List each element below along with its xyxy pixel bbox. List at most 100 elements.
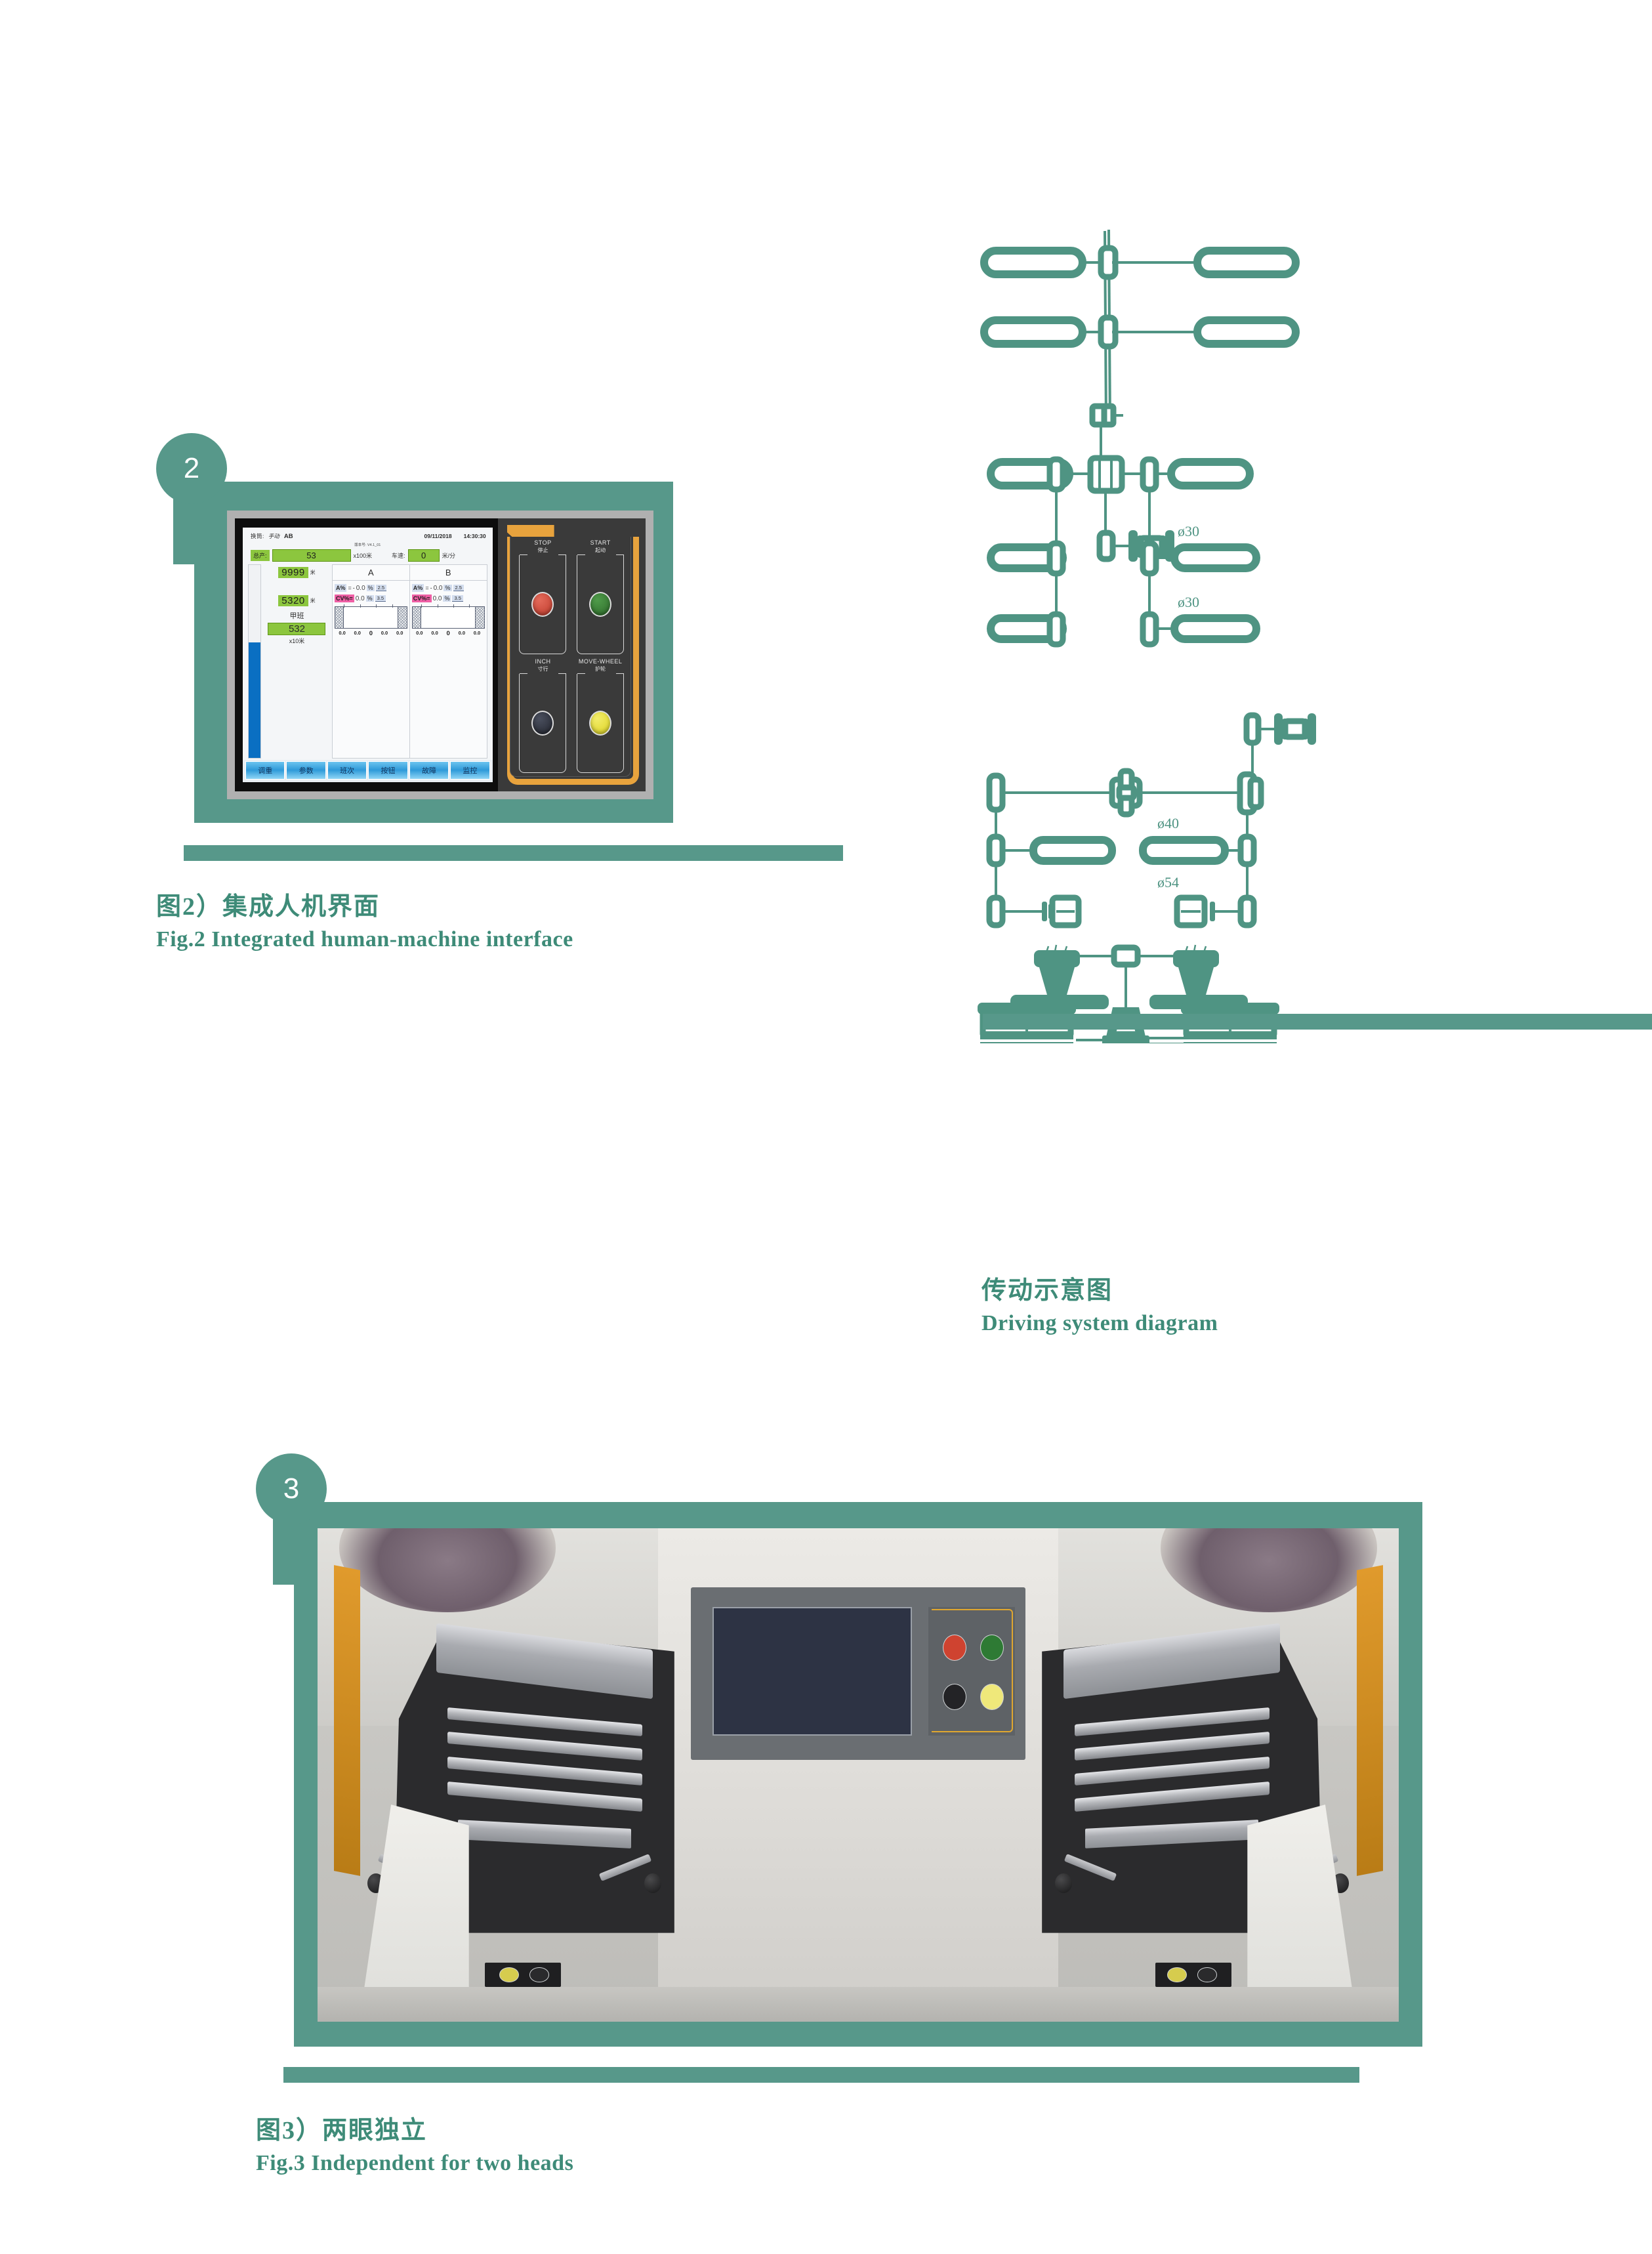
shift-unit: x10米 [289,638,305,644]
a-cv-limit[interactable]: 3.5 [375,595,386,602]
figure-2-block: 2 换筒: 手动 AB 09/11/2018 14:30:30 版本号: V4.… [156,433,891,1050]
hmi-mode-value[interactable]: 手动 [268,533,279,539]
b-chart-hatch-left [411,607,422,628]
drive-caption: 传动示意图 Driving system diagram [981,1270,1218,1336]
move-wheel-button[interactable] [589,711,612,736]
shift-value[interactable]: 532 [268,623,326,635]
photo-left-button-plate [485,1962,561,1988]
orange-tab-decoration [506,525,554,538]
photo-hmi-display[interactable] [712,1607,913,1736]
stop-button[interactable] [531,592,554,617]
drive-stand-left [1010,944,1109,1009]
shift-label: 甲班 [289,612,304,620]
inch-label-en: INCH [535,658,551,665]
a-chart-tick-4 [392,604,393,608]
photo-start-button[interactable] [980,1634,1004,1661]
a-chart-tick-3 [376,604,377,608]
hmi-version-label: 版本号: V4.1_01 [354,543,381,547]
value-row-top: 9999 米 [278,567,316,578]
b-chart-tick-3 [453,604,454,608]
drive-label-phi30-a: ø30 [1178,523,1199,539]
a-percent-limit[interactable]: 2.5 [375,585,387,591]
start-label-en: START [590,539,611,546]
fig2-caption: 图2）集成人机界面 Fig.2 Integrated human-machine… [156,886,573,952]
hmi-production-row: 总产: 53 x100米 车速: 0 米/分 [243,547,493,563]
drive-caption-cn: 传动示意图 [981,1277,1113,1304]
photo-base-right [1247,1805,1356,2012]
a-percent-unit: % [366,585,375,591]
production-tag: 总产: [251,550,270,561]
inch-button[interactable] [531,711,554,736]
production-value[interactable]: 53 [272,549,351,562]
speed-value[interactable]: 0 [407,549,440,562]
hmi-date: 09/11/2018 [424,533,452,539]
a-scale-4: 0.0 [396,630,403,636]
b-chart-tick-1 [421,604,423,608]
photo-left-plate-black-button[interactable] [529,1967,549,1982]
a-chart-box [334,604,407,629]
b-percent-sign: - [430,585,432,591]
photo-guard-right [1356,1565,1383,1877]
photo-stop-button[interactable] [942,1634,966,1661]
stop-bracket [519,554,567,654]
move-wheel-label-en: MOVE-WHEEL [578,658,623,665]
a-chart-tick-2 [360,604,361,608]
b-chart: 0.0 0.0 0 0.0 0.0 [411,604,485,637]
b-percent-eq: = [425,585,429,591]
a-chart-hatch-left [334,607,344,628]
fig2-caption-en: Fig.2 Integrated human-machine interface [156,927,573,951]
photo-right-plate-black-button[interactable] [1197,1967,1218,1982]
ab-column-a: A% = - 0.0 % 2.5 CV%= [333,581,409,758]
fig2-caption-cn: 图2）集成人机界面 [156,893,381,921]
ab-table-body: A% = - 0.0 % 2.5 CV%= [333,581,487,758]
photo-left-plate-yellow-button[interactable] [499,1967,519,1982]
hmi-tab-canshu[interactable]: 参数 [286,761,326,780]
a-chart-hatch-right [398,607,407,628]
b-percent-limit[interactable]: 2.5 [453,585,464,591]
hmi-tab-guzhang[interactable]: 故障 [409,761,449,780]
b-percent-key: A% [411,584,424,592]
b-chart-tick-4 [469,604,470,608]
hmi-mode-label: 换筒: [251,533,264,539]
hmi-tab-banci[interactable]: 班次 [327,761,367,780]
figure-3-block: 3 [256,1453,1437,2254]
start-button[interactable] [589,592,612,617]
drive-stand-right [1149,944,1248,1009]
b-scale-4: 0.0 [473,630,481,636]
a-cv-key: CV%= [334,595,354,602]
hmi-tab-anniu[interactable]: 按钮 [368,761,408,780]
b-cv-limit[interactable]: 3.5 [452,595,463,602]
a-scale-2: 0 [369,630,373,637]
length-current-value[interactable]: 5320 [278,595,308,606]
start-bracket [577,554,625,654]
move-wheel-label-cn: 护轮 [595,666,606,672]
b-scale-2: 0 [446,630,450,637]
move-wheel-bracket [577,673,625,773]
fig3-caption-en: Fig.3 Independent for two heads [256,2151,574,2175]
hmi-tab-jiankong[interactable]: 监控 [450,761,490,780]
photo-inch-button[interactable] [942,1683,966,1711]
length-total-value[interactable]: 9999 [278,567,308,578]
photo-base-left [360,1805,469,2012]
fig3-green-frame [294,1502,1422,2047]
photo-head-left-knob-b[interactable] [644,1873,662,1894]
photo-right-plate-yellow-button[interactable] [1167,1967,1187,1982]
drive-label-phi54: ø54 [1157,874,1179,890]
ab-column-b: A% = - 0.0 % 2.5 CV%= [409,581,487,758]
photo-head-right-knob-b[interactable] [1054,1873,1073,1894]
length-current-unit: 米 [310,598,316,604]
hmi-device-bezel: 换筒: 手动 AB 09/11/2018 14:30:30 版本号: V4.1_… [227,511,653,799]
b-percent-row: A% = - 0.0 % 2.5 [411,584,485,592]
a-percent-sign: - [352,585,355,591]
hmi-tab-tiaozhong[interactable]: 调重 [245,761,285,780]
hmi-hard-button-panel: STOP 停止 START 起动 INCH [497,518,646,791]
stop-label-en: STOP [534,539,552,546]
a-chart-scale: 0.0 0.0 0 0.0 0.0 [335,630,407,637]
hmi-mode-ab[interactable]: AB [283,532,293,540]
photo-move-wheel-button[interactable] [980,1683,1004,1711]
hmi-ab-table: A B A% = - 0.0 % [331,564,487,759]
a-cv-value: 0.0 [355,595,365,602]
fig3-caption-cn: 图3）两眼独立 [256,2117,428,2144]
photo-hmi-orange-trim [932,1609,1013,1733]
drive-label-phi30-b: ø30 [1178,594,1199,610]
